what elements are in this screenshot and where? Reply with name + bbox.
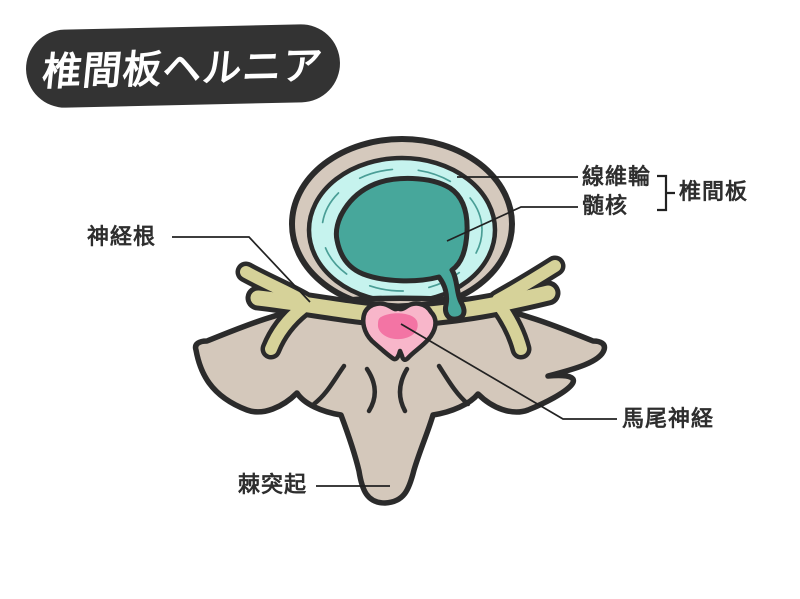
leader-nucleus: [446, 206, 578, 242]
label-intervertebral-disc: 椎間板: [679, 179, 749, 204]
label-cauda-equina: 馬尾神経: [622, 406, 715, 431]
leader-lines: [172, 174, 675, 487]
label-nerve-root: 神経根: [87, 224, 157, 249]
nucleus-pulposus-hernia: [333, 175, 470, 322]
label-spinous-process: 棘突起: [238, 472, 308, 497]
leader-nerve-root: [172, 236, 311, 303]
vertebra-crease-lines: [311, 363, 471, 414]
disc-group-bracket: [657, 174, 675, 212]
leader-cauda-equina: [400, 323, 617, 420]
label-annulus-fibrosus: 線維輪: [582, 164, 652, 189]
label-nucleus-pulposus: 髄核: [582, 193, 629, 218]
cauda-equina-bundle: [377, 313, 418, 340]
title-pill: 椎間板ヘルニア: [25, 23, 341, 109]
page-title: 椎間板ヘルニア: [40, 44, 325, 95]
